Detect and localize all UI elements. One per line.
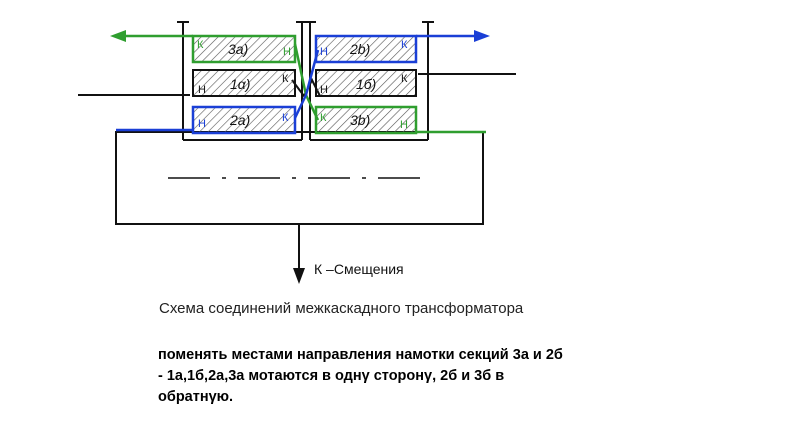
note-line-2: - 1а,1б,2а,3а мотаются в однγ сторонγ, 2… (158, 368, 505, 384)
end-3a-k: К (197, 39, 204, 51)
coil-3b-label: 3b) (350, 112, 370, 128)
coil-3a-label: 3a) (228, 41, 248, 57)
black-wires (78, 73, 516, 98)
green-arrow-left-icon (110, 30, 126, 42)
diagram-caption: Схема соединений межкаскадного трансформ… (159, 300, 524, 317)
end-1a-k: К (282, 73, 289, 85)
bias-label: К ‒Смещения (314, 261, 404, 277)
blue-arrow-right-icon (474, 30, 490, 42)
end-2a-n: Н (198, 118, 206, 130)
core-frame (115, 21, 484, 225)
note-line-1: поменять местами направления намотки сек… (158, 347, 563, 363)
end-3b-k: К (320, 112, 327, 124)
note-text: поменять местами направления намотки сек… (158, 345, 628, 408)
coil-1a-label: 1α) (230, 76, 250, 92)
end-labels: К Н К Н Н К Н К Н К К Н (197, 39, 408, 131)
end-1a-n: Н (198, 84, 206, 96)
coil-2b: 2b) (314, 34, 418, 64)
coil-2b-label: 2b) (349, 41, 370, 57)
coil-3a: 3a) (191, 34, 297, 64)
blue-winding (116, 30, 490, 132)
green-winding (110, 30, 486, 134)
bias-arrow: К ‒Смещения (293, 224, 404, 284)
coil-1a: 1α) (192, 69, 296, 97)
end-2a-k: К (282, 112, 289, 124)
end-2b-k: К (401, 39, 408, 51)
coil-1b: 1б) (315, 69, 417, 97)
arrow-down-icon (293, 268, 305, 284)
coil-2a-label: 2a) (229, 112, 250, 128)
note-line-3: обратнγю. (158, 389, 234, 405)
end-1b-n: Н (320, 84, 328, 96)
coil-2a: 2a) (191, 105, 297, 135)
coil-3b: 3b) (314, 105, 418, 135)
coil-1b-label: 1б) (356, 76, 376, 92)
end-3b-n: Н (400, 119, 408, 131)
end-2b-n: Н (320, 46, 328, 58)
end-3a-n: Н (283, 46, 291, 58)
end-1b-k: К (401, 73, 408, 85)
